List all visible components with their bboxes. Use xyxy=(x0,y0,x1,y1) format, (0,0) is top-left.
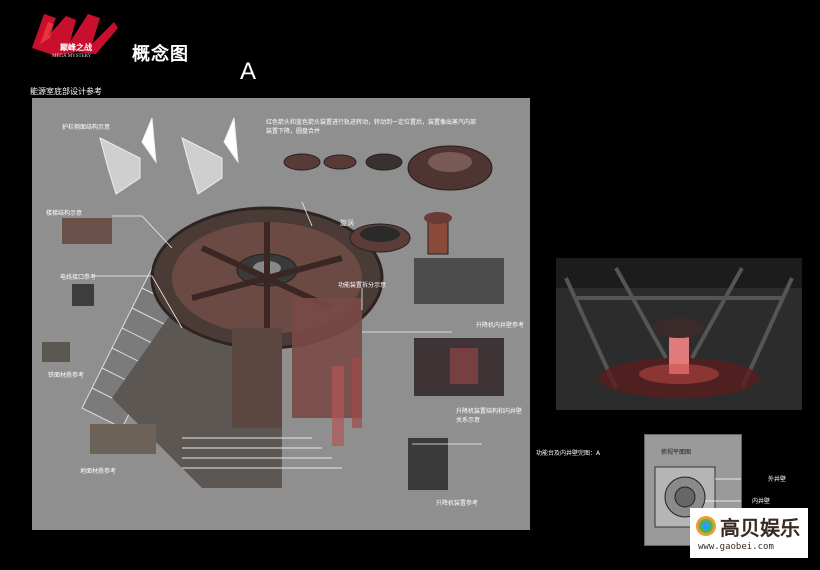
energy-platform xyxy=(150,206,384,428)
plan-label-outer: 外井壁 xyxy=(768,476,787,483)
handwritten-note: 旋涡 xyxy=(340,219,354,227)
watermark-badge: 高贝娱乐 www.gaobei.com xyxy=(690,508,808,558)
label-guard-rail: 护栏侧面结构示意 xyxy=(62,124,111,131)
device-sequence xyxy=(283,145,493,255)
watermark-url: www.gaobei.com xyxy=(698,542,774,552)
floor-texture-thumb xyxy=(90,424,156,454)
variant-letter: A xyxy=(240,58,257,85)
rainbow-logo-icon xyxy=(696,516,716,536)
logo-graphic xyxy=(32,14,118,56)
lift-ref-image-top xyxy=(414,258,504,304)
section-title: 能源室底部设计参考 xyxy=(30,87,102,96)
mechanism-note: 红色箭头和蓝色箭头装置进行轨迹转动，转动到一定位置后，装置像出蒸汽内部装置下降，… xyxy=(266,119,477,135)
label-cable: 电线接口参考 xyxy=(60,274,97,281)
label-iron-texture: 铁面材质参考 xyxy=(48,372,85,379)
render-illustration xyxy=(556,258,802,410)
guard-rail-sketch xyxy=(99,117,239,195)
page-title: 概念图 xyxy=(132,44,189,65)
concept-illustration xyxy=(42,117,504,490)
label-lift-relation: 升降机装置结构和内井壁关系示意 xyxy=(456,408,523,424)
plan-title: 俯视平面图 xyxy=(661,449,692,456)
final-render-image xyxy=(556,258,802,410)
watermark-name: 高贝娱乐 xyxy=(720,516,800,540)
concept-panel: 护栏侧面结构示意 楼梯结构示意 电线接口参考 铁面材质参考 地面材质参考 功能装… xyxy=(32,98,530,530)
label-func-device: 功能装置拆分示意 xyxy=(338,282,387,289)
label-lift-ref-bottom: 升降机装置参考 xyxy=(436,500,479,507)
plan-label-inner: 内井壁 xyxy=(752,498,771,505)
label-floor-texture: 地面材质参考 xyxy=(80,468,117,475)
logo-subtitle: 巅峰之战 xyxy=(60,43,92,52)
lift-device-image xyxy=(408,438,448,490)
cable-ref-thumb xyxy=(72,284,94,306)
label-lift-ref-top: 升降机内井壁参考 xyxy=(476,322,525,329)
iron-texture-thumb xyxy=(42,342,70,362)
label-ladder: 楼梯结构示意 xyxy=(46,210,83,217)
bottom-steps xyxy=(182,437,342,469)
brand-logo: 巅峰之战 MEGA MYSTERY xyxy=(26,8,122,64)
render-caption: 功能台及内井壁完图：A xyxy=(536,450,601,457)
logo-tagline: MEGA MYSTERY xyxy=(52,54,92,59)
ladder-ref-thumb xyxy=(62,218,112,244)
